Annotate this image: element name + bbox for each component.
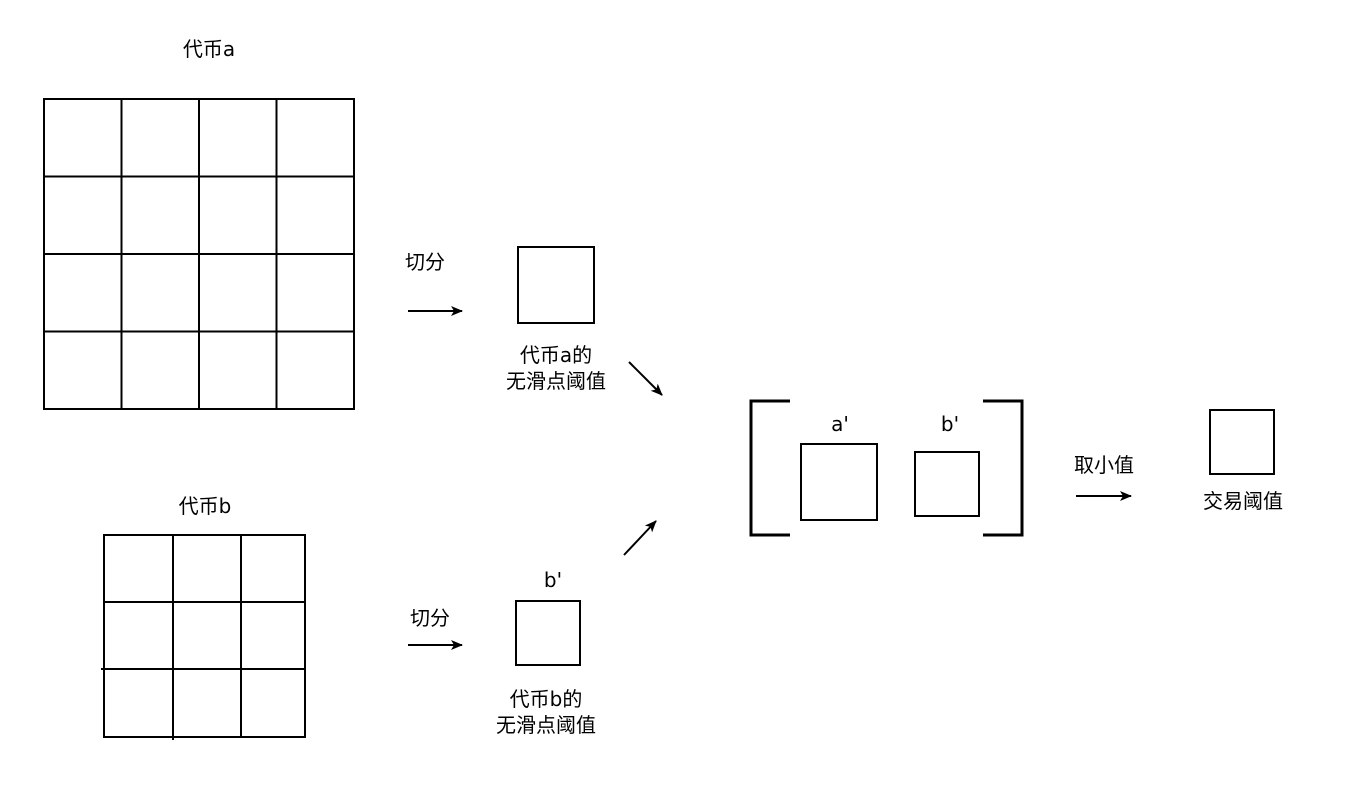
token-b-unit-label: b'	[543, 568, 563, 592]
token-a-threshold-label-line1: 代币a的	[519, 343, 593, 367]
token-a-title: 代币a	[182, 37, 236, 61]
trade-threshold-label: 交易阈值	[1203, 489, 1283, 513]
min-operation-label: 取小值	[1074, 453, 1134, 477]
right-bracket	[983, 399, 1024, 537]
token-a-grid	[43, 98, 355, 410]
token-b-threshold-label-line2: 无滑点阈值	[496, 713, 596, 737]
merge-arrow-a	[628, 361, 663, 396]
token-b-grid	[101, 534, 306, 740]
token-a-threshold-label-line2: 无滑点阈值	[506, 369, 606, 393]
token-a-unit-box	[517, 246, 595, 324]
split-label-b: 切分	[410, 606, 450, 630]
token-b-title: 代币b	[178, 494, 232, 518]
token-b-threshold-label-line1: 代币b的	[509, 687, 583, 711]
combined-a-box	[800, 443, 878, 521]
combined-a-label: a'	[831, 412, 849, 436]
left-bracket	[749, 399, 790, 537]
output-box	[1209, 409, 1275, 475]
merge-arrow-b	[623, 520, 657, 556]
token-b-unit-box	[515, 600, 581, 666]
split-label-a: 切分	[405, 250, 445, 274]
combined-b-label: b'	[940, 412, 960, 436]
token-b-grid-border	[103, 534, 306, 738]
combined-b-box	[914, 451, 980, 517]
